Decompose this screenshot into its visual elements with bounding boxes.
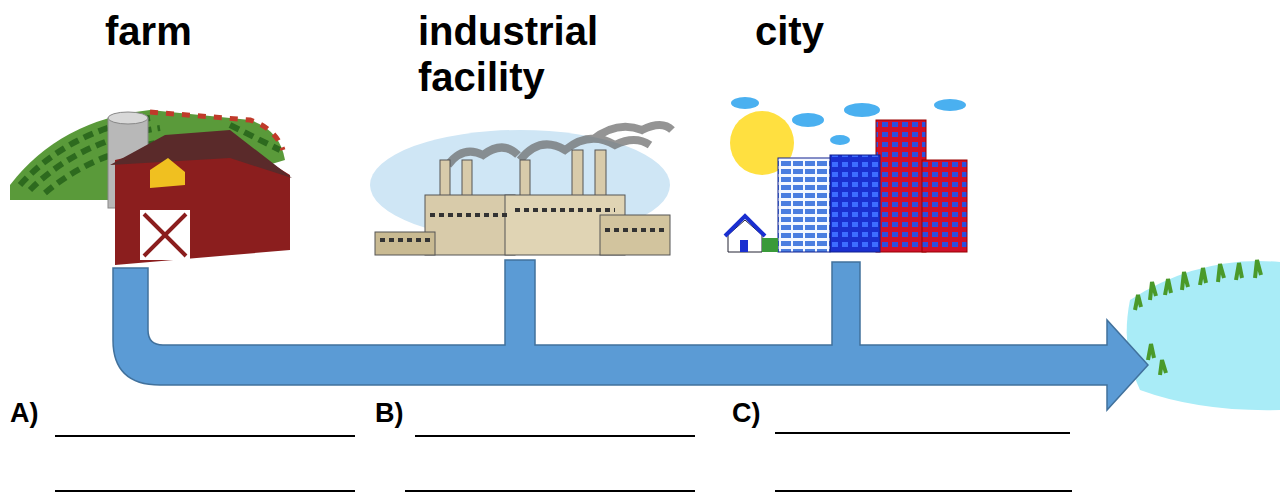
flow-arrow	[113, 260, 1148, 410]
place-label: city	[755, 8, 955, 54]
place-label: farm	[105, 8, 305, 54]
pond	[1127, 260, 1280, 410]
factory-icon	[370, 125, 672, 255]
city-icon	[725, 97, 967, 252]
answer-lines	[55, 433, 1072, 491]
place-label: industrial facility	[418, 8, 678, 100]
answer-letter: C)	[732, 398, 777, 429]
answer-letter: B)	[375, 398, 420, 429]
farm-icon	[10, 110, 292, 265]
answer-letter: A)	[10, 398, 55, 429]
